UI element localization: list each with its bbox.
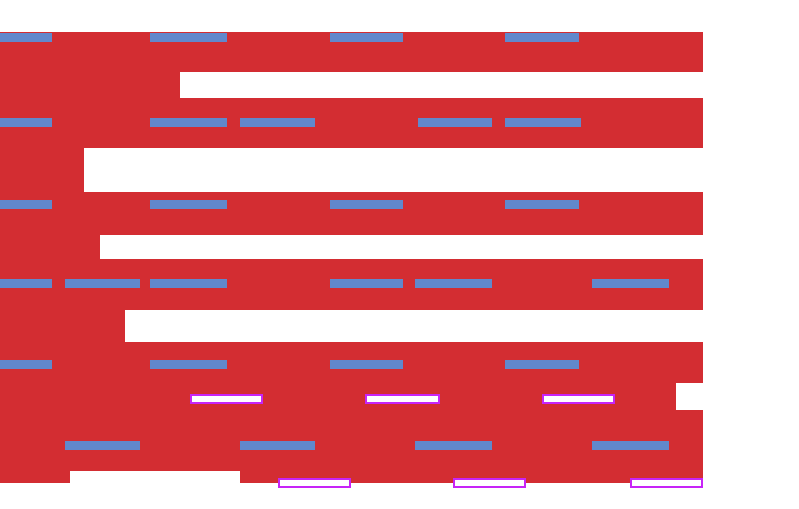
- gap-line-2-right: [180, 72, 799, 98]
- token-row1-b: [150, 33, 227, 42]
- token-row4-c: [150, 279, 227, 288]
- token-row4-d: [330, 279, 403, 288]
- marker-row5-c: [542, 394, 615, 404]
- gap-line-4-right: [84, 148, 799, 192]
- token-row5-d: [505, 360, 579, 369]
- token-row1-d: [505, 33, 579, 42]
- token-row2-a: [0, 118, 52, 127]
- gap-line-10-notch: [676, 383, 703, 410]
- marker-row7-a: [278, 478, 351, 488]
- gap-margin-right: [703, 0, 799, 509]
- token-row2-b: [150, 118, 227, 127]
- token-row5-c: [330, 360, 403, 369]
- token-row4-e: [415, 279, 492, 288]
- token-row6-c: [415, 441, 492, 450]
- token-row4-b: [65, 279, 140, 288]
- token-row2-e: [505, 118, 581, 127]
- token-row2-d: [418, 118, 492, 127]
- token-row5-a: [0, 360, 52, 369]
- gap-line-12-left: [70, 471, 240, 483]
- line-3-redaction: [0, 98, 703, 148]
- token-row3-d: [505, 200, 579, 209]
- token-row3-c: [330, 200, 403, 209]
- line-8-redaction: [0, 310, 125, 342]
- line-6-redaction: [0, 235, 100, 259]
- token-row2-c: [240, 118, 315, 127]
- marker-row7-c: [630, 478, 703, 488]
- line-2-redaction: [0, 72, 180, 98]
- gap-line-6-right: [100, 235, 799, 259]
- token-row5-b: [150, 360, 227, 369]
- token-row1-c: [330, 33, 403, 42]
- token-row6-b: [240, 441, 315, 450]
- token-row4-f: [592, 279, 669, 288]
- marker-row5-a: [190, 394, 263, 404]
- line-5-redaction: [0, 192, 703, 235]
- line-12-redaction-left: [0, 471, 70, 483]
- gap-margin-top: [0, 0, 799, 32]
- token-row4-a: [0, 279, 52, 288]
- line-4-redaction: [0, 148, 84, 192]
- token-row3-b: [150, 200, 227, 209]
- token-row6-d: [592, 441, 669, 450]
- token-row1-a: [0, 33, 52, 42]
- line-11-redaction: [0, 410, 703, 471]
- token-row6-a: [65, 441, 140, 450]
- marker-row7-b: [453, 478, 526, 488]
- token-row3-a: [0, 200, 52, 209]
- gap-line-8-right: [125, 310, 799, 342]
- line-12-redaction-right: [240, 471, 703, 483]
- marker-row5-b: [365, 394, 440, 404]
